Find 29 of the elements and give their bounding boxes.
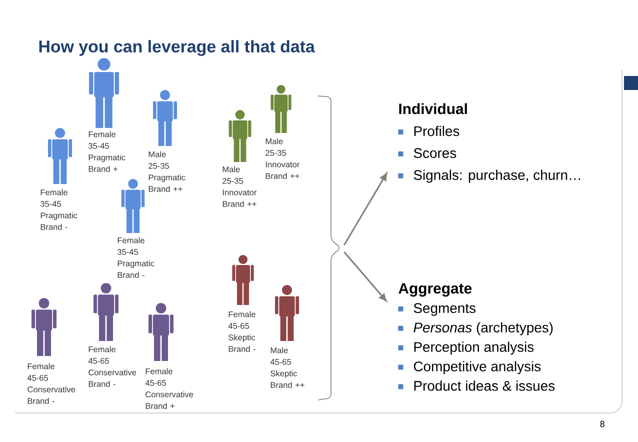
page-number: 8: [600, 420, 604, 428]
arrow: [344, 251, 387, 302]
person-caption: Female 45-65 Skeptic Brand -: [228, 311, 256, 352]
person-figure: [232, 255, 254, 305]
person-figure: [228, 110, 252, 162]
person-caption: Male 45-65 Skeptic Brand ++: [270, 347, 304, 388]
title: How you can leverage all that data: [39, 40, 315, 56]
arrow: [344, 172, 388, 246]
person-figure: [270, 84, 292, 133]
person-caption: Female 45-65 Conservative Brand -: [27, 363, 76, 404]
person-figure: [148, 302, 174, 361]
person-caption: Female 45-65 Conservative Brand +: [145, 368, 194, 409]
person-caption: Female 35-45 Pragmatic Brand -: [40, 189, 78, 230]
person-figure: [89, 58, 119, 128]
person-figure: [153, 90, 177, 146]
person-caption: Female 45-65 Conservative Brand -: [88, 346, 136, 387]
text-block: Individual Profiles Scores Signals: purchase, churn…: [398, 103, 580, 183]
person-figure: [48, 128, 72, 184]
person-figure: [121, 179, 145, 233]
person-caption: Female 35-45 Pragmatic Brand -: [118, 237, 154, 278]
person-figure: [275, 284, 299, 341]
person-figure: [32, 298, 56, 356]
person-caption: Male 25-35 Innovator Brand ++: [266, 138, 300, 179]
text-block: Aggregate Segments Personas (archetypes) Perception analysis Competitive analysis Product ideas & issues: [398, 283, 555, 391]
person-caption: Female 35-45 Pragmatic Brand +: [88, 131, 126, 172]
person-figure: [94, 282, 118, 341]
person-caption: Male 25-35 Innovator Brand ++: [222, 166, 257, 207]
person-caption: Male 25-35 Pragmatic Brand ++: [148, 151, 186, 192]
bracket: [318, 96, 340, 400]
